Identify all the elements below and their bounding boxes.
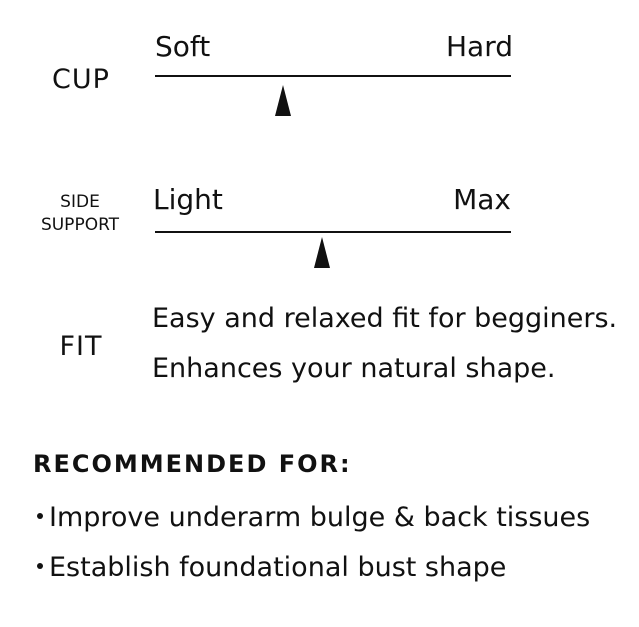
- cup-scale-left-label: Soft: [155, 30, 211, 63]
- fit-label: FIT: [59, 331, 103, 362]
- recommended-heading: RECOMMENDED FOR:: [33, 450, 352, 478]
- side-support-label: SIDE SUPPORT: [30, 191, 130, 237]
- side-support-scale-line: [155, 231, 511, 233]
- fit-description-line-2: Enhances your natural shape.: [152, 353, 556, 384]
- bullet-dot: [37, 562, 43, 569]
- cup-scale-line: [155, 75, 511, 77]
- recommended-item: Improve underarm bulge & back tissues: [37, 502, 590, 533]
- side-support-scale-left-label: Light: [153, 183, 223, 216]
- cup-level-marker: [274, 85, 291, 116]
- side-support-level-marker: [313, 237, 330, 268]
- cup-label: CUP: [52, 64, 110, 95]
- recommended-item: Establish foundational bust shape: [37, 552, 506, 583]
- cup-scale-right-label: Hard: [445, 30, 513, 63]
- recommended-item-text: Establish foundational bust shape: [49, 552, 507, 583]
- bullet-dot: [37, 512, 43, 519]
- side-support-label-line2: SUPPORT: [40, 215, 120, 235]
- fit-description-line-1: Easy and relaxed fit for begginers.: [152, 303, 618, 334]
- side-support-label-line1: SIDE: [60, 192, 100, 212]
- recommended-item-text: Improve underarm bulge & back tissues: [49, 502, 591, 533]
- side-support-scale-right-label: Max: [453, 183, 511, 216]
